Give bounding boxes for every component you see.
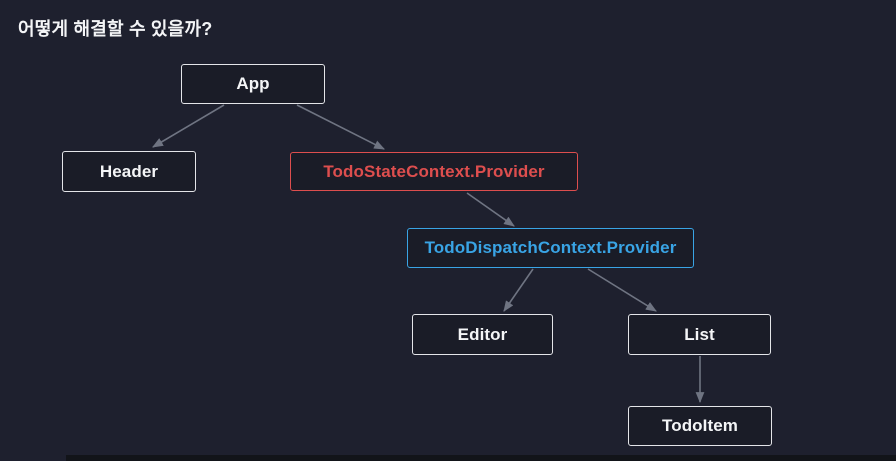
diagram-node-app: App (181, 64, 325, 104)
edge-app-to-state-provider (296, 104, 385, 150)
diagram-node-header: Header (62, 151, 196, 192)
slide-title: 어떻게 해결할 수 있을까? (18, 19, 213, 39)
edge-dispatch-provider-to-editor (503, 268, 534, 312)
edge-dispatch-provider-to-list (587, 268, 657, 312)
diagram-node-list: List (628, 314, 771, 355)
diagram-node-todoitem: TodoItem (628, 406, 772, 446)
diagram-node-todo-state-context-provider: TodoStateContext.Provider (290, 152, 578, 191)
diagram-node-todo-dispatch-context-provider: TodoDispatchContext.Provider (407, 228, 694, 268)
bottom-edge-bar (66, 455, 896, 461)
edge-app-to-header (152, 104, 225, 148)
edge-state-provider-to-dispatch-provider (466, 192, 515, 227)
diagram-node-editor: Editor (412, 314, 553, 355)
